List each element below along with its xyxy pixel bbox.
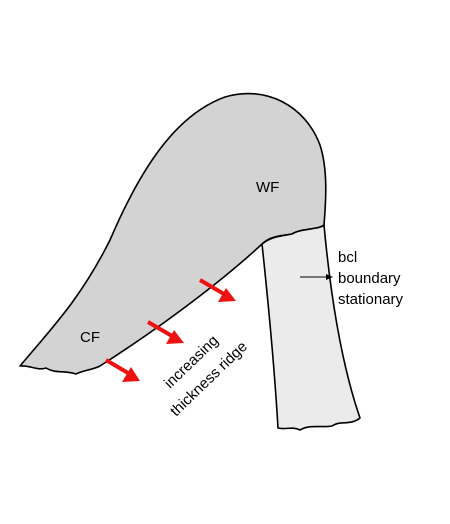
movement-arrow-2 <box>146 320 184 344</box>
label-boundary: boundary <box>338 270 401 287</box>
label-wf: WF <box>256 179 279 196</box>
boundary-leader-head <box>326 274 333 280</box>
movement-arrow-3 <box>104 358 140 382</box>
boundary-strip <box>261 224 361 431</box>
label-bcl: bcl <box>338 249 357 266</box>
label-cf: CF <box>80 329 100 346</box>
movement-arrow-1 <box>198 278 236 302</box>
label-stationary: stationary <box>338 291 404 308</box>
